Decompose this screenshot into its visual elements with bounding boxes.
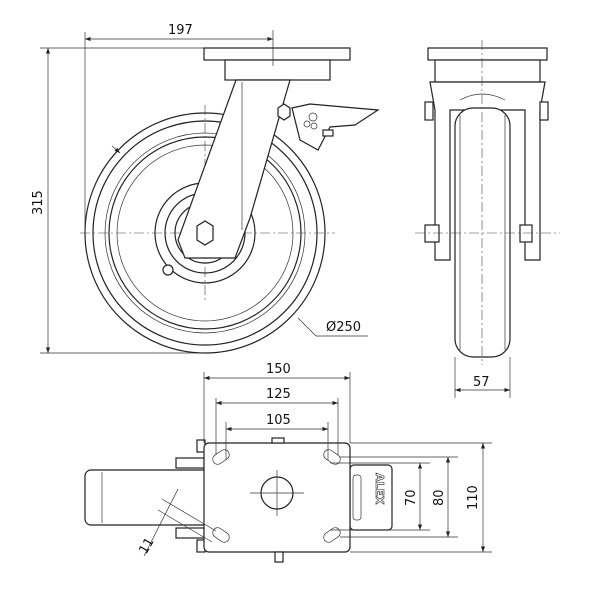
dim-label-diameter: Ø250 [326,320,361,335]
axle-nut [196,220,214,246]
dim-label-110: 110 [466,485,481,510]
side-view [80,47,380,354]
fork-side [162,79,291,276]
dimension-diameter: Ø250 [111,145,368,337]
dim-label-70: 70 [404,489,419,506]
front-view [415,40,560,365]
dim-label-80: 80 [432,489,447,506]
dim-label-197: 197 [168,23,193,38]
dimension-70: 70 [330,462,430,531]
dimension-315: 315 [31,47,205,354]
dimension-110: 110 [350,442,492,553]
bottom-view: ALEX [84,437,393,563]
dimension-125: 125 [215,387,339,455]
top-plate-side [203,47,351,81]
dim-label-11: 11 [136,535,157,557]
dim-label-150: 150 [266,362,291,377]
dim-label-105: 105 [266,413,291,428]
dimension-150: 150 [203,362,351,443]
brand-logo: ALEX [373,473,386,505]
dim-label-315: 315 [31,190,46,215]
dimension-105: 105 [225,413,329,460]
dimension-57: 57 [454,357,511,398]
brake-lever [291,103,380,151]
dim-label-57: 57 [473,375,490,390]
dimension-11: 11 [136,488,217,557]
dimension-80: 80 [340,456,458,538]
dim-label-125: 125 [266,387,291,402]
dimension-197: 197 [84,23,274,233]
